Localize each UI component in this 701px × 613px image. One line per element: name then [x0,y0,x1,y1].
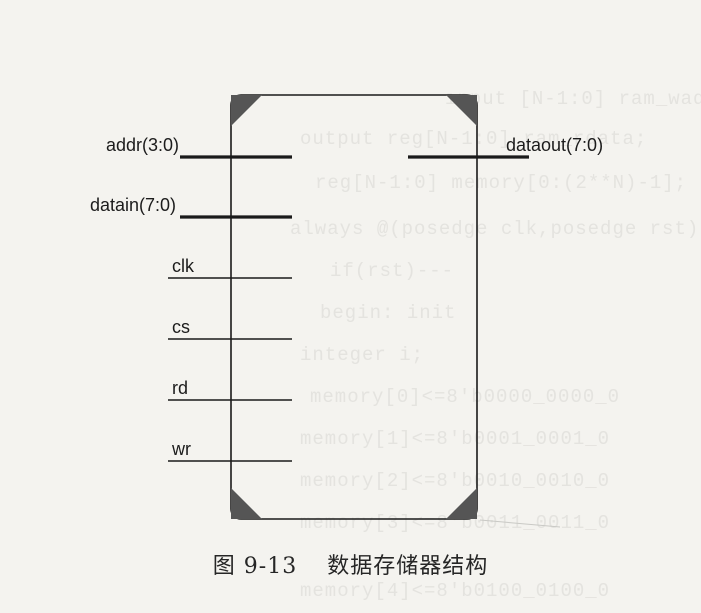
input-label-addr-3-0: addr(3:0) [106,135,179,155]
input-ports: addr(3:0) datain(7:0) clk cs rd wr [90,135,292,462]
corner-mark-bottom-right [446,488,477,519]
corner-mark-top-left [231,95,262,126]
module-body [230,94,478,520]
input-label-wr: wr [171,439,191,459]
corner-mark-top-right [446,95,477,126]
figure-caption: 图 9-13 数据存储器结构 [0,548,701,580]
caption-title: 数据存储器结构 [327,554,489,579]
caption-number: 图 9-13 [212,554,298,579]
corner-mark-bottom-left [231,488,262,519]
input-label-rd: rd [172,378,188,398]
output-label-dataout-7-0: dataout(7:0) [506,135,603,155]
input-label-cs: cs [172,317,190,337]
output-ports: dataout(7:0) [408,135,603,159]
scan-artifact-line [479,519,561,528]
input-label-datain-7-0: datain(7:0) [90,195,176,215]
input-label-clk: clk [172,256,195,276]
